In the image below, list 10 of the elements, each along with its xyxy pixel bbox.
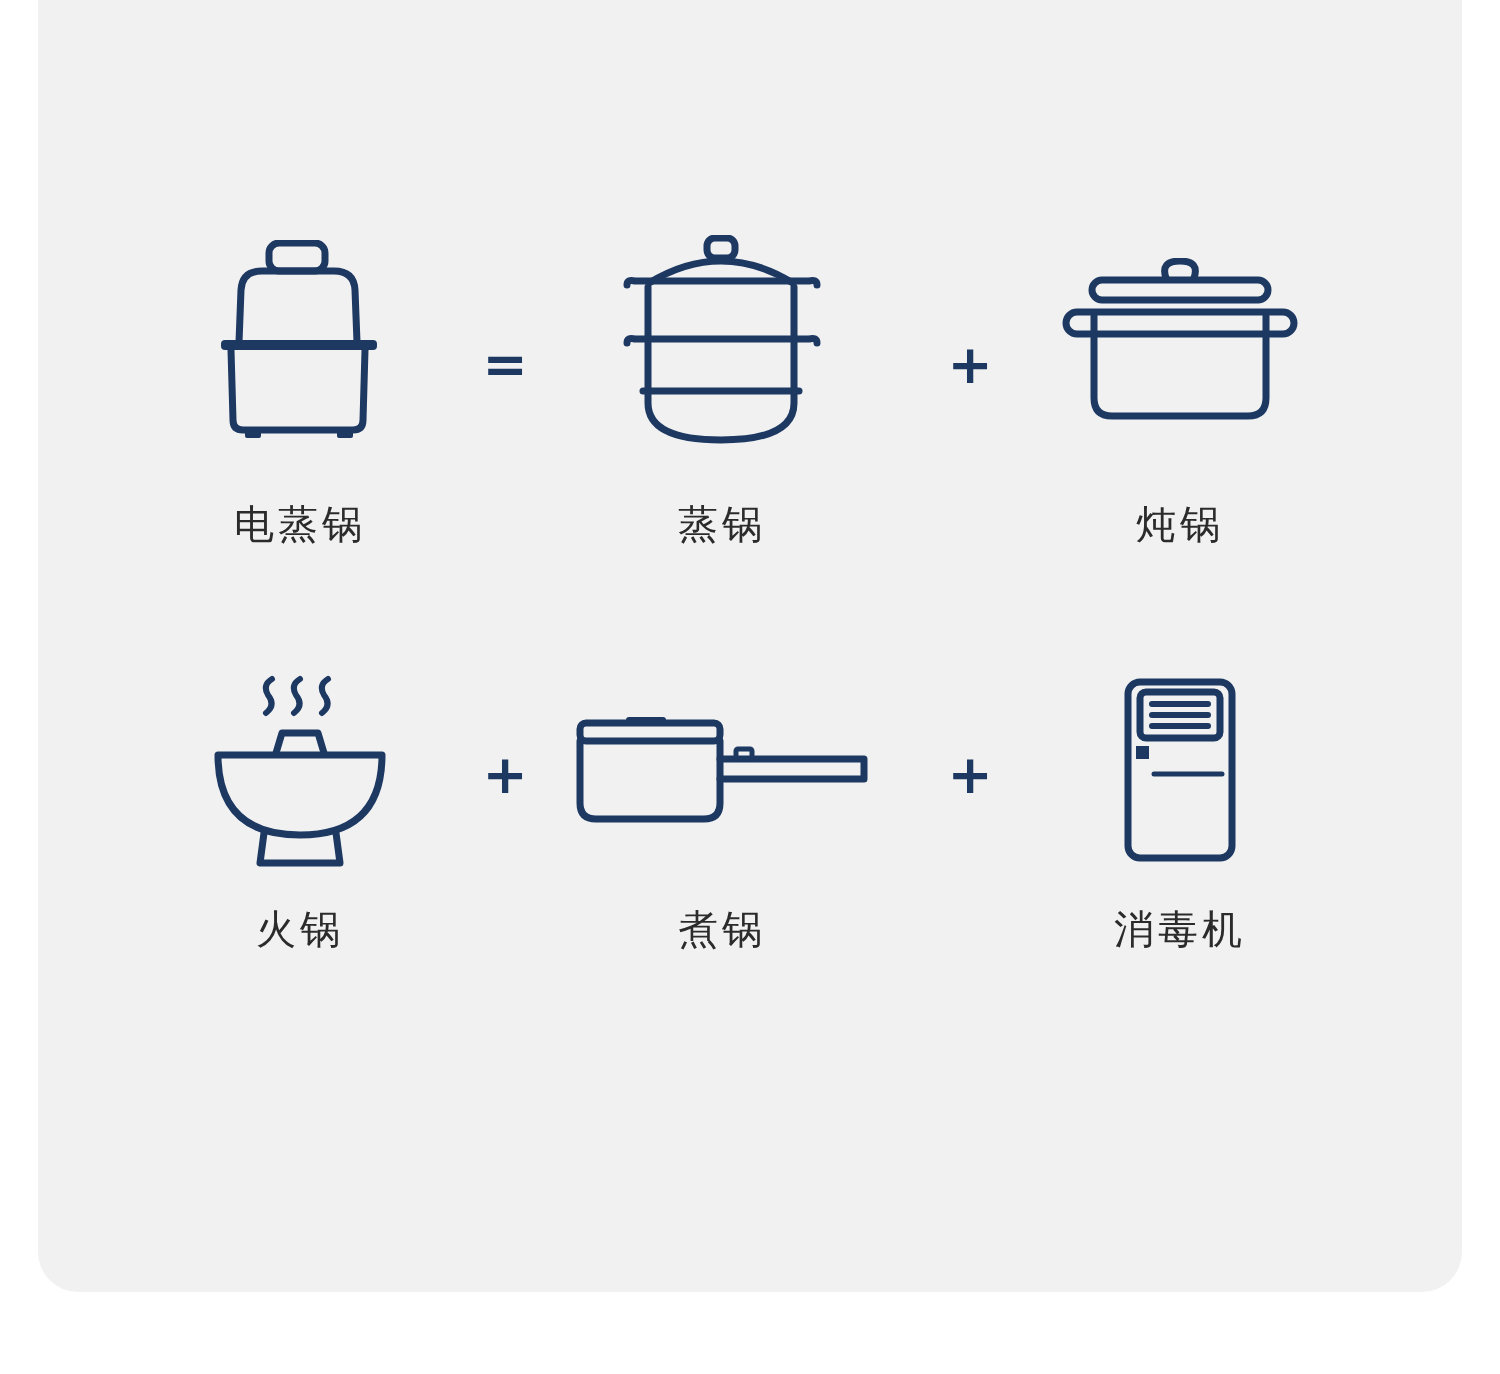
operator-sign: + <box>946 748 994 802</box>
item-label: 煮锅 <box>678 907 766 951</box>
operator-sign: + <box>946 338 994 392</box>
item-label: 电蒸锅 <box>234 502 366 546</box>
item-label: 火锅 <box>256 907 344 951</box>
operator-sign: = <box>481 338 529 392</box>
item-label: 消毒机 <box>1114 907 1246 951</box>
item-label: 蒸锅 <box>678 502 766 546</box>
operator-sign: + <box>481 748 529 802</box>
item-label: 炖锅 <box>1136 502 1224 546</box>
